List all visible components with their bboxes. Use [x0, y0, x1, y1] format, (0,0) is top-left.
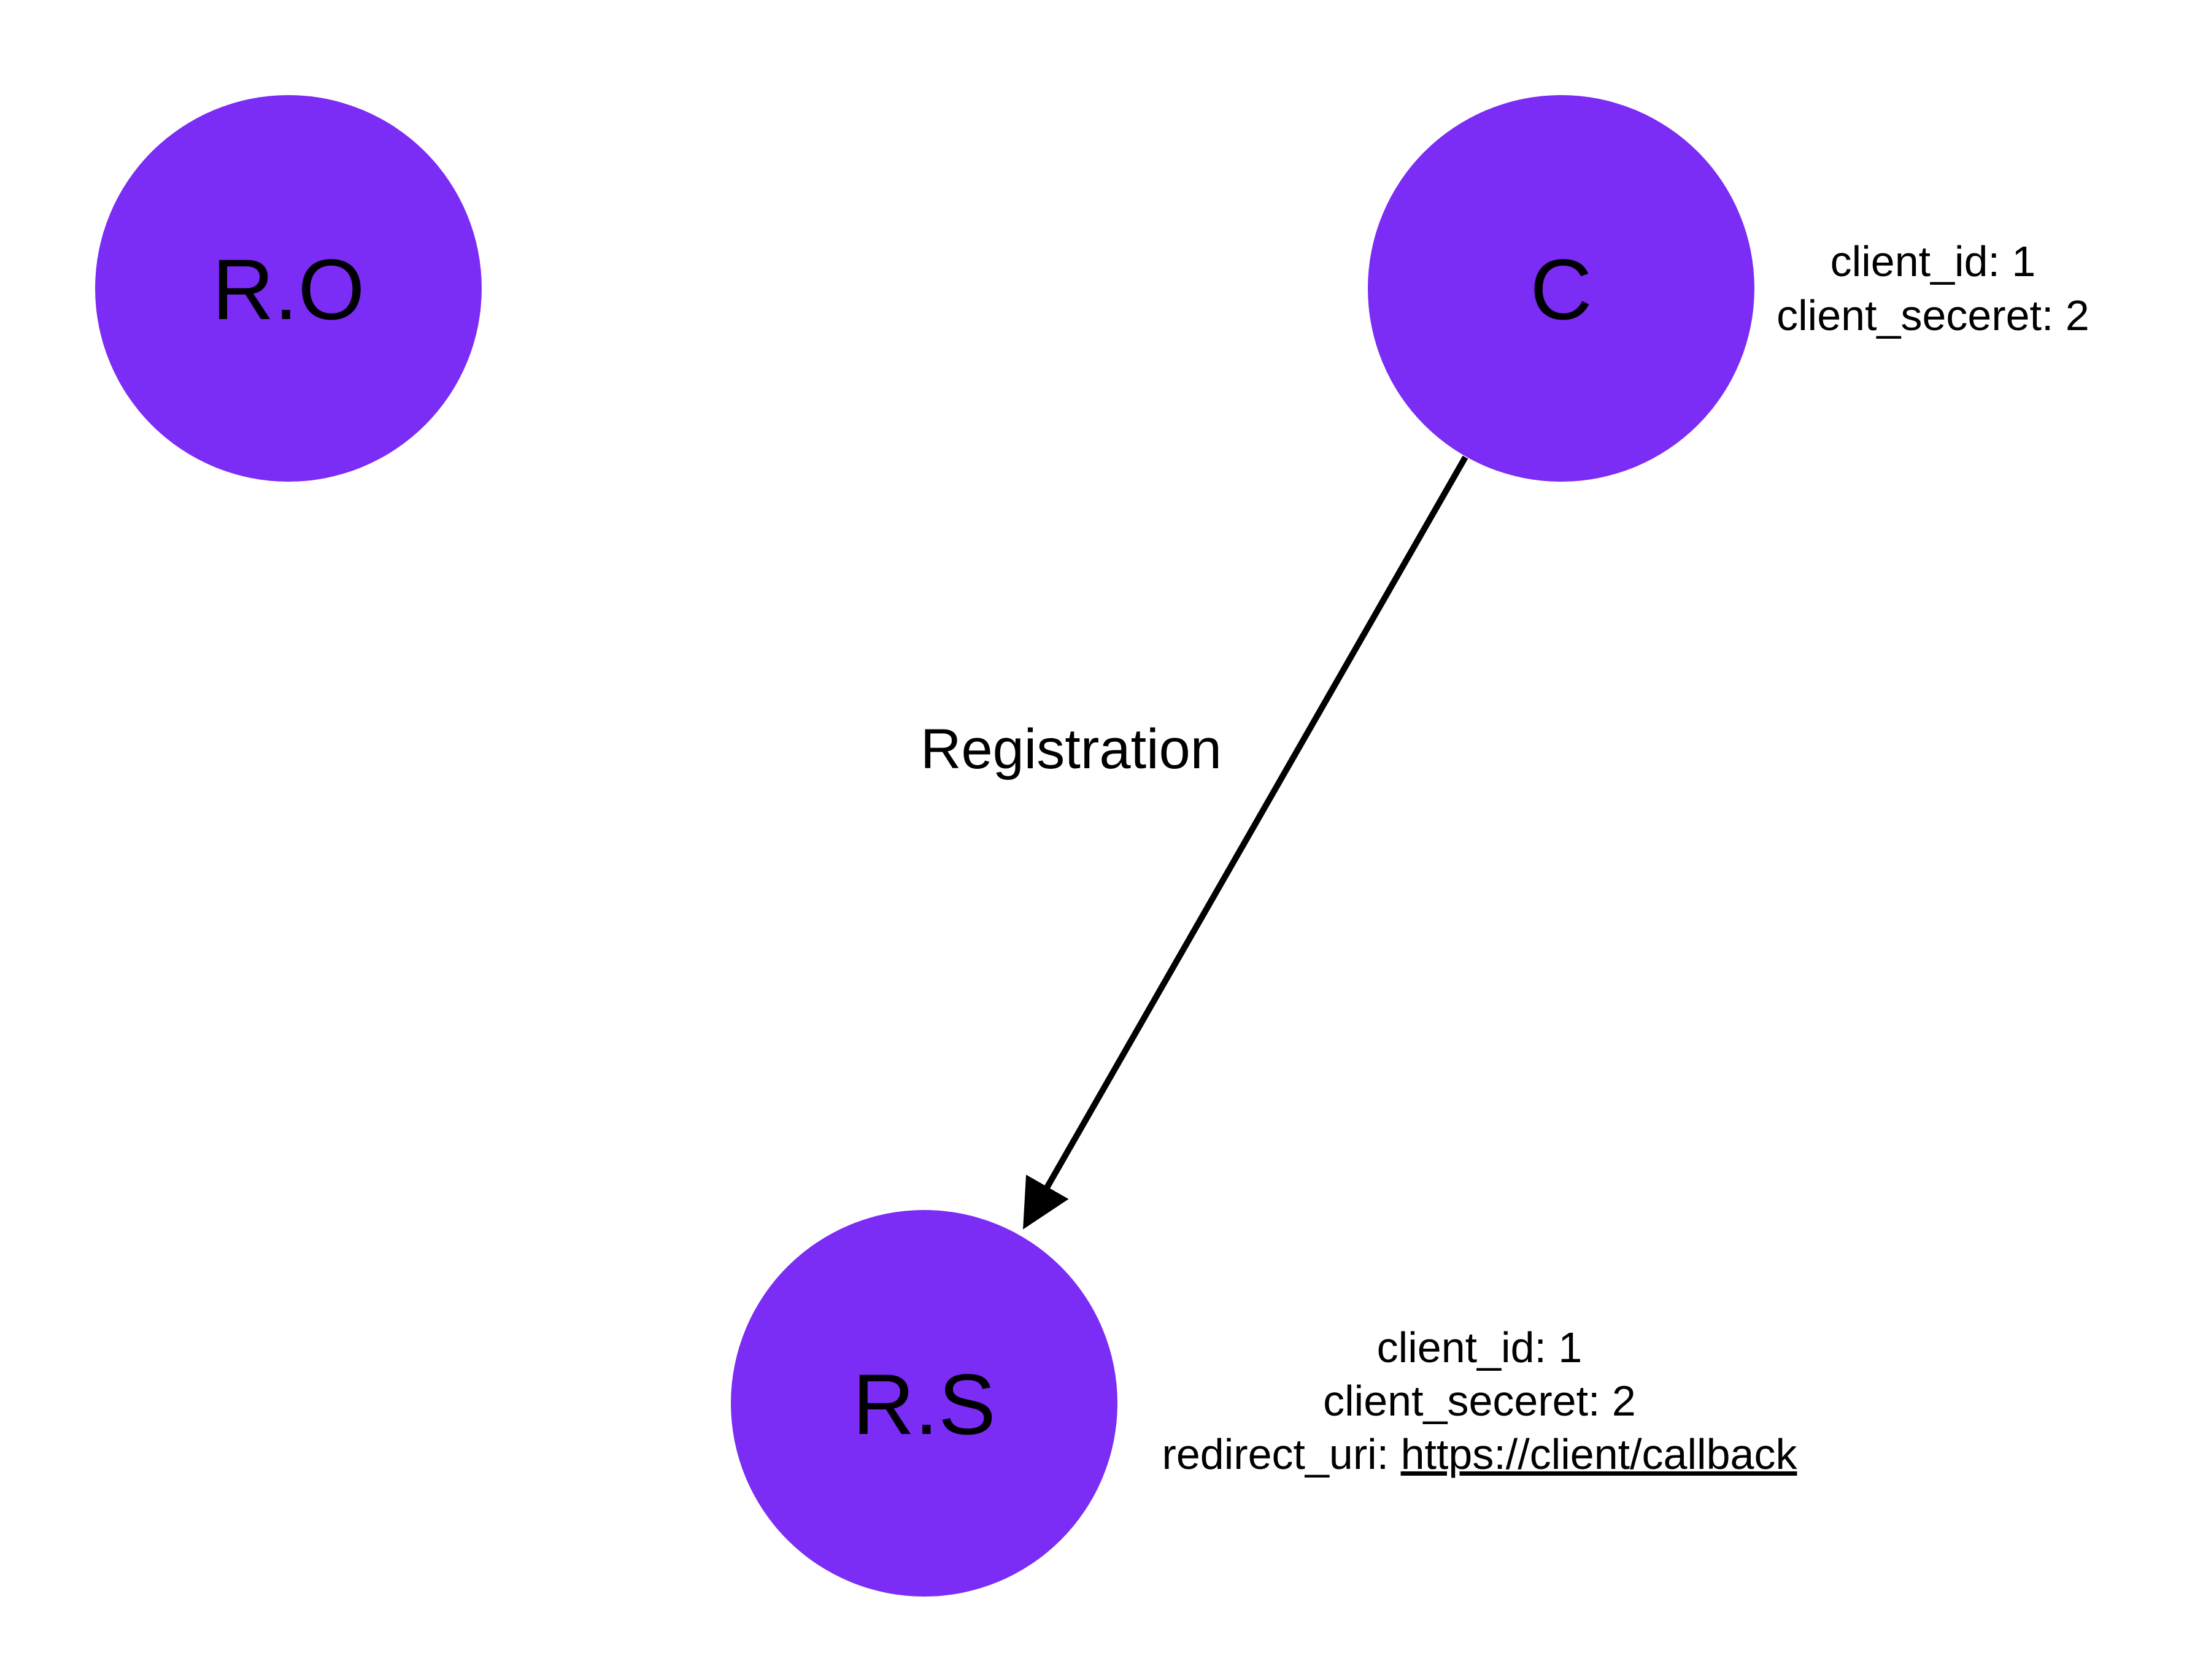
client-secret-text: client_seceret: 2: [1776, 291, 2089, 339]
node-label-client: C: [1530, 241, 1592, 337]
node-circle: [731, 1210, 1117, 1597]
client-id-text: client_id: 1: [1830, 237, 2036, 285]
node-resource-owner: R.O: [95, 95, 482, 482]
node-circle: [95, 95, 482, 482]
edge-registration: Registration: [920, 455, 1468, 1230]
node-label-resource-server: R.S: [852, 1356, 995, 1452]
redirect-uri-link[interactable]: https://client/callback: [1401, 1430, 1798, 1478]
node-client: C: [1368, 95, 1754, 482]
server-credentials-note: client_id: 1 client_seceret: 2 redirect_…: [1162, 1324, 1798, 1478]
client-credentials-note: client_id: 1 client_seceret: 2: [1776, 237, 2089, 339]
server-client-id-text: client_id: 1: [1377, 1324, 1583, 1371]
node-circle: [1368, 95, 1754, 482]
arrow-line: [1023, 455, 1468, 1230]
server-client-secret-text: client_seceret: 2: [1323, 1377, 1636, 1425]
node-resource-server: R.S: [731, 1210, 1117, 1597]
redirect-uri-line: redirect_uri: https://client/callback: [1162, 1430, 1798, 1478]
node-label-resource-owner: R.O: [212, 241, 365, 337]
edge-label-registration: Registration: [920, 718, 1222, 780]
redirect-uri-key: redirect_uri:: [1162, 1430, 1401, 1478]
